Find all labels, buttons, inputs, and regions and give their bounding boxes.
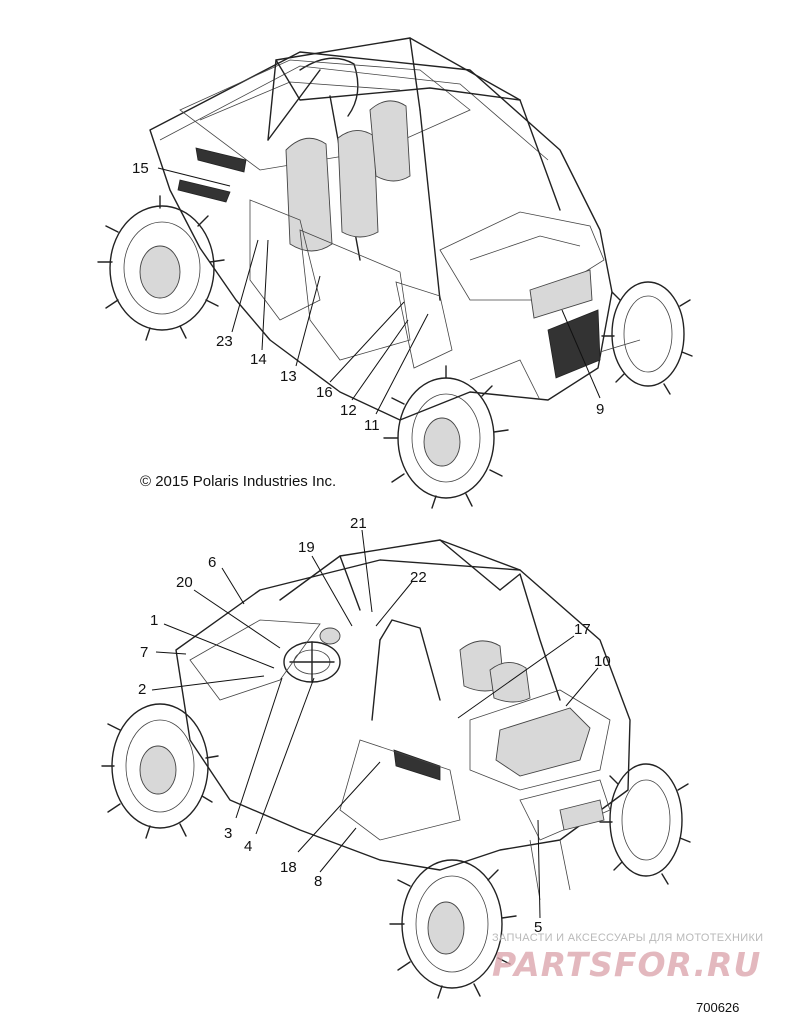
upper-leader-lines (157, 167, 601, 415)
callout-13: 13 (280, 368, 297, 385)
lower-rear-left-wheel (101, 703, 219, 839)
callout-15: 15 (132, 160, 149, 177)
figure-number: 700626 (696, 1000, 739, 1015)
upper-callouts: 15 23 14 13 16 12 11 9 (132, 160, 604, 434)
callout-22: 22 (410, 569, 427, 586)
callout-5: 5 (534, 919, 542, 936)
upper-vehicle-illustration (97, 37, 693, 509)
callout-10: 10 (594, 653, 611, 670)
watermark-brand: PARTSFOR.RU (492, 945, 761, 984)
front-left-wheel (383, 365, 509, 509)
copyright-notice: © 2015 Polaris Industries Inc. (140, 473, 336, 490)
callout-11: 11 (364, 417, 380, 434)
lower-leader-lines (151, 529, 599, 919)
callout-3: 3 (224, 825, 232, 842)
callout-12: 12 (340, 402, 357, 419)
callout-21: 21 (350, 515, 367, 532)
callout-18: 18 (280, 859, 297, 876)
watermark: ЗАПЧАСТИ И АКСЕССУАРЫ ДЛЯ МОТОТЕХНИКИ PA… (492, 932, 763, 984)
callout-17: 17 (574, 621, 591, 638)
callout-16: 16 (316, 384, 333, 401)
callout-14: 14 (250, 351, 267, 368)
callout-7: 7 (140, 644, 148, 661)
callout-2: 2 (138, 681, 146, 698)
watermark-tagline: ЗАПЧАСТИ И АКСЕССУАРЫ ДЛЯ МОТОТЕХНИКИ (492, 932, 763, 944)
callout-20: 20 (176, 574, 193, 591)
lower-callouts: 21 19 6 20 22 1 7 17 10 2 3 4 18 8 5 (138, 515, 611, 936)
lower-front-left-wheel (389, 859, 517, 999)
callout-6: 6 (208, 554, 216, 571)
front-right-wheel (601, 281, 693, 395)
callout-1: 1 (150, 612, 158, 629)
callout-23: 23 (216, 333, 233, 350)
lower-vehicle-illustration (101, 539, 691, 999)
callout-8: 8 (314, 873, 322, 890)
lower-front-right-wheel (599, 763, 691, 885)
callout-9: 9 (596, 401, 604, 418)
callout-4: 4 (244, 838, 252, 855)
callout-19: 19 (298, 539, 315, 556)
rear-left-wheel (97, 195, 225, 341)
